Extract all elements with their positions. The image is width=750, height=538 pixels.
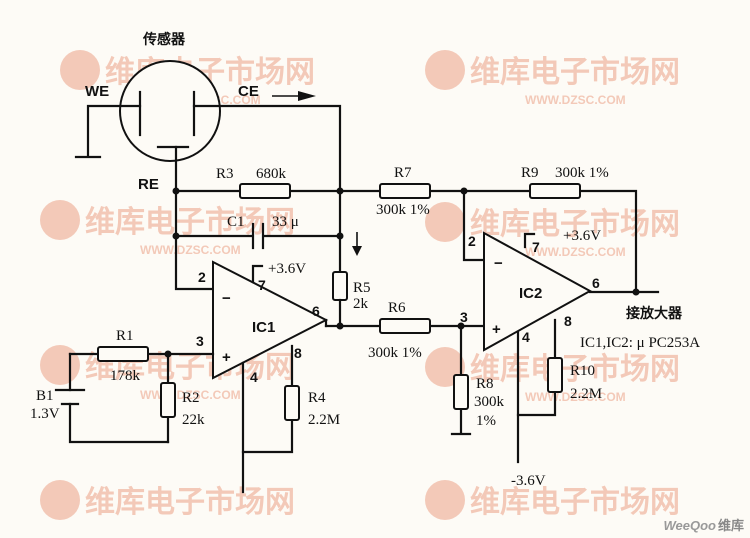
svg-text:R8: R8 [476, 376, 494, 392]
op-amp-ic1: − + IC1 2 3 6 7 8 4 +3.6V [196, 260, 329, 494]
wire-we [86, 104, 142, 157]
node-r3-r7 [336, 187, 344, 195]
sensor: 传感器 WE CE RE [85, 31, 259, 193]
resistor-r2: R2 22k [160, 352, 205, 444]
svg-text:2.2M: 2.2M [570, 386, 602, 402]
node-re-r3 [172, 187, 180, 195]
ic2-supply-wire [523, 232, 536, 249]
svg-text:22k: 22k [182, 412, 205, 428]
svg-text:2: 2 [198, 269, 206, 285]
svg-text:R4: R4 [308, 390, 326, 406]
node-r1-r2 [164, 350, 172, 358]
svg-text:维库电子市场网: 维库电子市场网 [470, 352, 680, 387]
svg-text:4: 4 [250, 369, 258, 385]
svg-text:C1: C1 [227, 214, 245, 230]
watermark-logo: 维库电子市场网 WWW.DZSC.COM [40, 200, 295, 257]
svg-text:3: 3 [460, 309, 468, 325]
svg-text:R6: R6 [388, 300, 406, 316]
label-we: WE [85, 83, 109, 100]
svg-text:300k 1%: 300k 1% [376, 202, 430, 218]
ce-arrow-icon [298, 91, 316, 101]
svg-text:维库电子市场网: 维库电子市场网 [470, 55, 680, 90]
svg-text:300k 1%: 300k 1% [555, 165, 609, 181]
svg-text:WWW.DZSC.COM: WWW.DZSC.COM [525, 245, 626, 259]
svg-text:R10: R10 [570, 363, 595, 379]
svg-text:8: 8 [564, 313, 572, 329]
node-output [632, 288, 640, 296]
svg-text:维库电子市场网: 维库电子市场网 [85, 485, 295, 520]
resistor-r7: R7 300k 1% [338, 165, 486, 262]
svg-text:IC2: IC2 [519, 285, 542, 302]
svg-text:R7: R7 [394, 165, 412, 181]
resistor-r6: R6 300k 1% [368, 300, 486, 361]
node-c1-ce [336, 232, 344, 240]
svg-text:6: 6 [592, 275, 600, 291]
svg-text:+: + [492, 321, 501, 338]
node-ic1-out [336, 322, 344, 330]
svg-text:33 μ: 33 μ [272, 214, 299, 230]
output-label: 接放大器 [626, 305, 683, 322]
svg-text:6: 6 [312, 303, 320, 319]
svg-text:1.3V: 1.3V [30, 406, 60, 422]
svg-text:R1: R1 [116, 328, 134, 344]
node-re-c1 [172, 232, 180, 240]
label-ce: CE [238, 83, 259, 100]
svg-text:R2: R2 [182, 390, 200, 406]
svg-text:2.2M: 2.2M [308, 412, 340, 428]
svg-text:7: 7 [532, 239, 540, 255]
ic2-neg-supply-label: -3.6V [511, 473, 546, 489]
svg-text:B1: B1 [36, 388, 54, 404]
svg-text:300k: 300k [474, 394, 505, 410]
resistor-r1: R1 178k [68, 328, 215, 384]
svg-text:WWW.DZSC.COM: WWW.DZSC.COM [525, 93, 626, 107]
watermark-logo: 维库电子市场网 WWW.DZSC.COM [425, 202, 680, 259]
svg-text:R5: R5 [353, 280, 371, 296]
svg-text:178k: 178k [110, 368, 141, 384]
resistor-r3: R3 680k [174, 166, 342, 199]
svg-text:−: − [222, 290, 231, 307]
ic-model-note: IC1,IC2: μ PC253A [580, 335, 700, 351]
resistor-r10: R10 2.2M [516, 318, 602, 417]
svg-text:2k: 2k [353, 296, 369, 312]
ic2-supply-label: +3.6V [563, 228, 601, 244]
ic1-supply-wire [251, 264, 264, 284]
svg-text:1%: 1% [476, 413, 496, 429]
svg-text:4: 4 [522, 329, 530, 345]
svg-text:R9: R9 [521, 165, 539, 181]
svg-text:300k 1%: 300k 1% [368, 345, 422, 361]
sensor-title: 传感器 [142, 31, 186, 48]
down-arrow-icon [352, 246, 362, 256]
svg-text:−: − [494, 255, 503, 272]
svg-text:+: + [222, 349, 231, 366]
svg-text:7: 7 [258, 277, 266, 293]
node-r7-r9 [460, 187, 468, 195]
svg-text:维库电子市场网: 维库电子市场网 [470, 207, 680, 242]
svg-text:8: 8 [294, 345, 302, 361]
svg-text:2: 2 [468, 233, 476, 249]
svg-text:维库电子市场网: 维库电子市场网 [470, 485, 680, 520]
resistor-r4: R4 2.2M [241, 344, 340, 454]
watermark-logo: 维库电子市场网 WWW.DZSC.COM [425, 347, 680, 404]
capacitor-c1: C1 33 μ [174, 214, 342, 250]
watermark-logo: 维库电子市场网 [40, 480, 295, 520]
svg-text:维库电子市场网: 维库电子市场网 [85, 205, 295, 240]
watermark-logo: 维库电子市场网 [425, 480, 680, 520]
svg-text:WWW.DZSC.COM: WWW.DZSC.COM [525, 390, 626, 404]
watermark-logo: 维库电子市场网 WWW.DZSC.COM [425, 50, 680, 107]
resistor-r9: R9 300k 1% [462, 165, 638, 294]
resistor-r5: R5 2k [332, 232, 371, 328]
label-re: RE [138, 176, 159, 193]
resistor-r8: R8 300k 1% [450, 324, 505, 436]
wire-ce [192, 104, 342, 274]
svg-text:WWW.DZSC.COM: WWW.DZSC.COM [140, 243, 241, 257]
svg-text:680k: 680k [256, 166, 287, 182]
battery-b1: B1 1.3V [30, 352, 170, 444]
ic1-supply-label: +3.6V [268, 261, 306, 277]
svg-text:IC1: IC1 [252, 319, 275, 336]
svg-text:3: 3 [196, 333, 204, 349]
op-amp-ic2: − + IC2 2 3 6 7 8 4 +3.6V -3.6V [460, 228, 601, 489]
svg-text:R3: R3 [216, 166, 234, 182]
